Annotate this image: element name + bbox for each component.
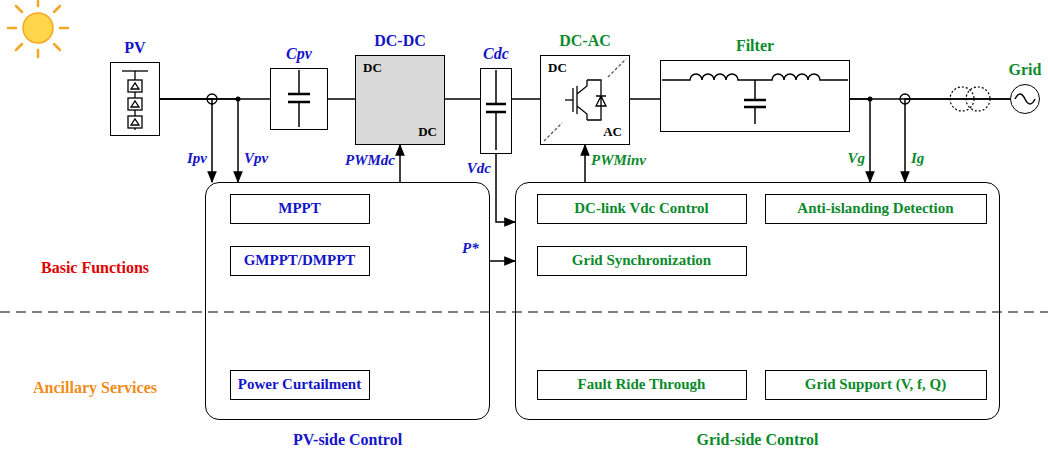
section-divider <box>0 311 1048 312</box>
section-label: Basic Functions <box>41 259 149 277</box>
signal-arrow <box>490 260 515 262</box>
port-label: DC <box>363 61 382 75</box>
function-box: GMPPT/DMPPT <box>230 246 370 276</box>
pv-cell <box>128 98 142 110</box>
component-name: Grid-side Control <box>697 431 819 449</box>
signal-name: PWMinv <box>591 152 646 169</box>
sun-ray <box>60 27 68 30</box>
port-label: DC <box>548 61 567 75</box>
signal-name: P* <box>462 240 479 257</box>
component-name: PV-side Control <box>293 431 402 449</box>
box-label: MPPT <box>278 200 321 217</box>
box-label: Fault Ride Through <box>578 376 706 393</box>
sun-ray <box>16 6 22 12</box>
capacitor-lead <box>495 112 497 150</box>
power-wire <box>328 98 355 100</box>
component-name: Grid <box>1009 61 1042 79</box>
sun-ray <box>54 44 60 50</box>
capacitor-lead <box>298 102 300 127</box>
port-label: AC <box>603 125 622 139</box>
function-box: Anti-islanding Detection <box>765 194 987 224</box>
grid-source: Grid <box>1010 84 1040 114</box>
function-box: MPPT <box>230 194 370 224</box>
capacitor-box: Cdc <box>480 68 512 154</box>
box-label: Grid Synchronization <box>572 252 711 269</box>
signal-arrow <box>160 99 238 182</box>
power-wire <box>512 98 540 100</box>
capacitor-plate <box>486 103 506 106</box>
inverter-box: DC-ACDCAC <box>540 55 630 145</box>
control-block: PV-side ControlMPPTGMPPT/DMPPTPower Curt… <box>205 182 490 420</box>
signal-name: Ipv <box>187 150 207 167</box>
capacitor-lead <box>298 70 300 94</box>
signal-arrow <box>399 145 401 182</box>
function-box: Grid Support (V, f, Q) <box>765 370 987 400</box>
pv-cell <box>128 116 142 128</box>
sine-symbol <box>1015 94 1035 104</box>
component-name: DC-AC <box>559 32 611 50</box>
sun-ray <box>16 44 22 50</box>
box-label: DC-link Vdc Control <box>574 200 708 217</box>
pv-array: PV <box>110 62 160 136</box>
capacitor-lead <box>754 107 756 124</box>
component-name: Filter <box>736 37 774 55</box>
signal-arrow <box>584 145 586 182</box>
sun-ray <box>8 27 16 30</box>
sun-ray <box>37 50 40 57</box>
divider-line <box>544 123 562 141</box>
box-label: Power Curtailment <box>238 376 361 393</box>
converter-box: DC-DCDCDC <box>355 55 445 145</box>
filter-box: Filter <box>660 60 850 132</box>
pv-cell <box>128 80 142 92</box>
signal-name: Vg <box>847 150 865 167</box>
function-box: DC-link Vdc Control <box>537 194 747 224</box>
sun-ray <box>54 6 60 12</box>
divider-line <box>608 59 626 77</box>
capacitor-plate <box>288 93 310 96</box>
inductor-symbol <box>662 74 848 80</box>
gate-lead <box>565 99 573 100</box>
sun-ray <box>37 1 40 6</box>
box-label: Grid Support (V, f, Q) <box>805 376 946 393</box>
component-name: DC-DC <box>374 32 426 50</box>
signal-name: Vpv <box>244 150 268 167</box>
box-label: Anti-islanding Detection <box>797 200 953 217</box>
signal-arrow <box>160 99 212 182</box>
capacitor-box: Cpv <box>270 68 328 130</box>
function-box: Power Curtailment <box>230 370 370 400</box>
signal-arrow <box>850 99 870 182</box>
signal-name: Vdc <box>467 160 491 177</box>
power-wire <box>445 98 480 100</box>
signal-name: PWMdc <box>345 152 395 169</box>
igbt-symbol <box>573 80 606 120</box>
capacitor-lead <box>495 70 497 104</box>
signal-arrow <box>496 154 515 222</box>
function-box: Fault Ride Through <box>537 370 747 400</box>
component-name: Cpv <box>286 45 312 63</box>
port-label: DC <box>418 125 437 139</box>
function-box: Grid Synchronization <box>537 246 747 276</box>
power-wire <box>630 98 660 100</box>
signal-arrow <box>905 99 1010 182</box>
box-label: GMPPT/DMPPT <box>244 252 356 269</box>
capacitor-lead <box>754 80 756 100</box>
section-label: Ancillary Services <box>33 379 157 397</box>
control-block: Grid-side ControlDC-link Vdc ControlAnti… <box>515 182 1000 420</box>
pv-diode <box>131 83 139 125</box>
component-name: PV <box>124 39 145 57</box>
component-name: Cdc <box>483 45 509 63</box>
capacitor-plate <box>744 99 766 102</box>
signal-name: Ig <box>911 150 924 167</box>
sun-symbol <box>23 13 53 43</box>
